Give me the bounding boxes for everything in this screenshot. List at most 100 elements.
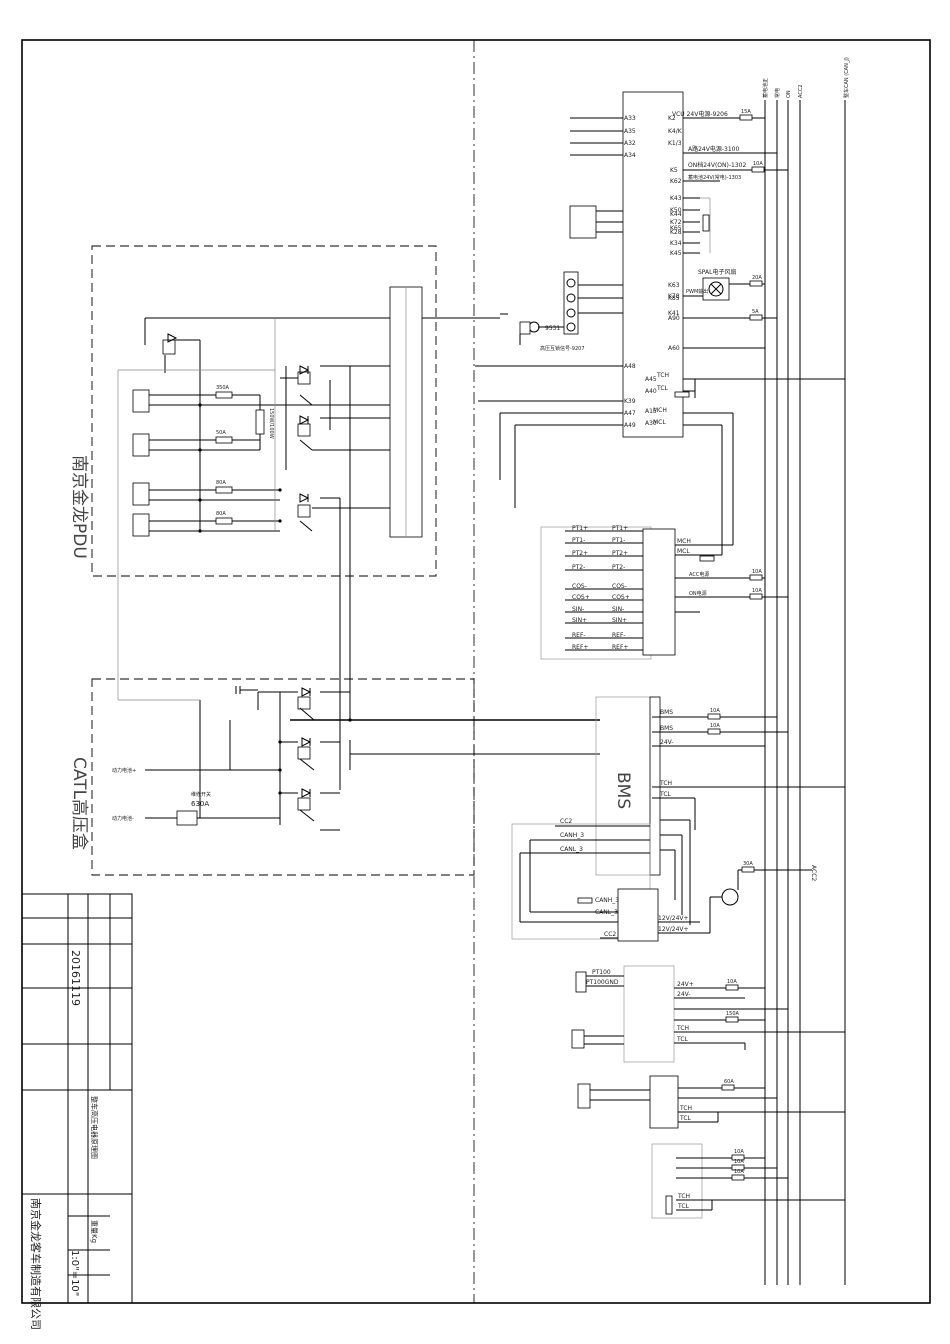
- drawing-scale: 1:0"=10": [69, 1250, 80, 1296]
- charger-v24b: 12V/24V+: [658, 926, 689, 933]
- vcu-pin-a60: A60: [668, 345, 680, 352]
- vcu-pin-list: A33A35A32A34K2K4/KK1/3K5K62K43K50K72K28K…: [624, 115, 683, 429]
- mc-pin-label: SIN-: [612, 606, 624, 613]
- pdu-fuse-50a: [215, 436, 233, 444]
- vcu-pin-k28: K28: [670, 229, 682, 236]
- vcu-pin-a33: A33: [624, 115, 636, 122]
- pdu-fuse-50a-label: 50A: [216, 430, 226, 436]
- mc-pin-label: SIN+: [612, 617, 627, 624]
- fuse-10a-on-label: 10A: [753, 161, 763, 167]
- comp-fuse1: 10A: [734, 1149, 744, 1155]
- vcu-tcl: TCL: [656, 385, 669, 392]
- vcu-connector-box: [569, 205, 597, 239]
- pdu-load-4: [132, 513, 150, 537]
- mc-acc: ACC电源: [689, 571, 709, 578]
- drawing-frame: [21, 39, 931, 1304]
- charger-fuse: 30A: [743, 861, 753, 867]
- dcdc-fuse1: 10A: [727, 979, 737, 985]
- bms-cc2: CC2: [560, 818, 572, 825]
- pdu-fuse-80a-2: [215, 517, 233, 525]
- mc-pin-label-ext: PT2+: [572, 550, 588, 557]
- k9207-label: 高压互锁信号-9207: [540, 345, 585, 352]
- bms-24v: 24V-: [660, 739, 674, 746]
- bus-label-acc2: ACC2: [798, 85, 804, 99]
- bms-fuse1: 10A: [710, 708, 720, 714]
- comp-tch: TCH: [677, 1193, 690, 1200]
- comp-fuse3: 10A: [734, 1169, 744, 1175]
- mc-fuse2: 10A: [752, 588, 762, 594]
- mc-pin-label: PT2+: [612, 550, 628, 557]
- mc-pin-label-ext: PT1-: [572, 537, 585, 544]
- vcu-pin-k62: K62: [670, 178, 682, 185]
- mc-mcl: MCL: [677, 548, 690, 555]
- charger-canl: CANL_3: [595, 909, 618, 916]
- pwm-label: PWM输出: [686, 288, 708, 295]
- pdu-main-relay-coil: [162, 339, 176, 355]
- charger-block: CANH_3 CANL_3 12V/24V+ 12V/24V+ CC2 30A …: [520, 861, 817, 942]
- vcu-pin-a30: A30: [645, 420, 657, 427]
- vcu-pin-k85: K85: [668, 295, 680, 302]
- mc-pin-label-ext: SIN-: [572, 606, 584, 613]
- bms-tcl: TCL: [659, 791, 672, 798]
- bms-pin-2: BMS: [660, 725, 673, 732]
- bus-label-power1: 蓄电池正: [762, 78, 769, 98]
- motor-controller: PT1+PT1+PT1-PT1-PT2+PT2+PT2-PT2-COS-COS-…: [540, 525, 788, 660]
- dcdc-pt100: PT100: [592, 969, 611, 976]
- power-bus: 蓄电池正 常电 ON ACC2 整车CAN (CAN_J): [762, 57, 850, 1285]
- vcu-pin-a35: A35: [624, 128, 636, 135]
- vcu-pin-k72: K72: [670, 219, 682, 226]
- drawing-title: 整车高压电器原理图: [90, 1096, 99, 1159]
- pdu-fuse-350a-label: 350A: [216, 385, 230, 391]
- mc-fuse1: 10A: [752, 569, 762, 575]
- catl-relay-3: [280, 788, 340, 822]
- vcu-mch: MCH: [653, 407, 667, 414]
- gear-switch: [563, 271, 579, 335]
- pdu-enclosure: 南京金龙PDU 350A 50A 80A 80A 150W/100W: [69, 245, 437, 700]
- fuse-15a: [739, 114, 753, 121]
- mc-pin-label: REF-: [612, 632, 626, 639]
- charger-cc2: CC2: [604, 931, 616, 938]
- bms-block: BMS BMS 10A BMS 10A 24V- TCH TCL CC2 CAN…: [511, 696, 845, 940]
- mc-pin-label: PT1-: [612, 537, 625, 544]
- bms-tch: TCH: [659, 780, 672, 787]
- vcu-line-power: VCU 24V电源-9206: [672, 110, 728, 118]
- bms-title: BMS: [613, 772, 633, 809]
- mc-pin-label: PT1+: [612, 525, 628, 532]
- comp-fuse2: 10A: [734, 1159, 744, 1165]
- dcdc-block: PT100 PT100GND 24V+ 10A 24V- 150A TCH TC…: [571, 965, 845, 1063]
- pump-tch: TCH: [679, 1105, 692, 1112]
- precharge-resistor: [255, 409, 265, 435]
- dcdc-24vn: 24V-: [677, 991, 691, 998]
- mc-pin-label-ext: PT1+: [572, 525, 588, 532]
- vcu-pin-k39: K39: [624, 398, 636, 405]
- catl-relay-2: [280, 737, 600, 771]
- mc-mch: MCH: [677, 538, 691, 545]
- pdu-relay-1: [280, 365, 390, 470]
- batt-pos-label: 动力电池+: [112, 767, 136, 774]
- vcu-pin-a45: A45: [645, 376, 657, 383]
- vcu-pin-k5: K5: [670, 167, 678, 174]
- comp-tcl: TCL: [677, 1203, 690, 1210]
- precharge-resistor-label: 150W/100W: [268, 408, 274, 439]
- fuse-5a-label: 5A: [752, 309, 759, 315]
- fuse-15a-label: 15A: [741, 109, 751, 115]
- company-name: 南京金龙客车制造有限公司: [29, 1198, 43, 1330]
- mc-pin-label-ext: SIN+: [572, 617, 587, 624]
- vcu-pin-k63: K63: [668, 282, 680, 289]
- vcu-line-on: ON档24V(ON)-1302: [688, 161, 746, 169]
- charger-v24a: 12V/24V+: [658, 915, 689, 922]
- pdu-title: 南京金龙PDU: [69, 455, 89, 559]
- dcdc-pt100gnd: PT100GND: [586, 979, 619, 986]
- batt-neg-label: 动力电池-: [112, 815, 134, 822]
- vcu-pin-a34: A34: [624, 152, 636, 159]
- vcu-pin-a90: A90: [668, 315, 680, 322]
- pdu-load-2: [132, 433, 150, 457]
- vcu-pin-k41: K41: [668, 310, 680, 317]
- weight-label: 重量Kg: [90, 1220, 98, 1243]
- bms-fuse2: 10A: [710, 723, 720, 729]
- mc-pin-label-ext: REF+: [572, 644, 588, 651]
- catl-relay-1: [258, 687, 600, 721]
- mc-pin-label: COS-: [612, 583, 627, 590]
- bus-label-on: ON: [786, 90, 792, 98]
